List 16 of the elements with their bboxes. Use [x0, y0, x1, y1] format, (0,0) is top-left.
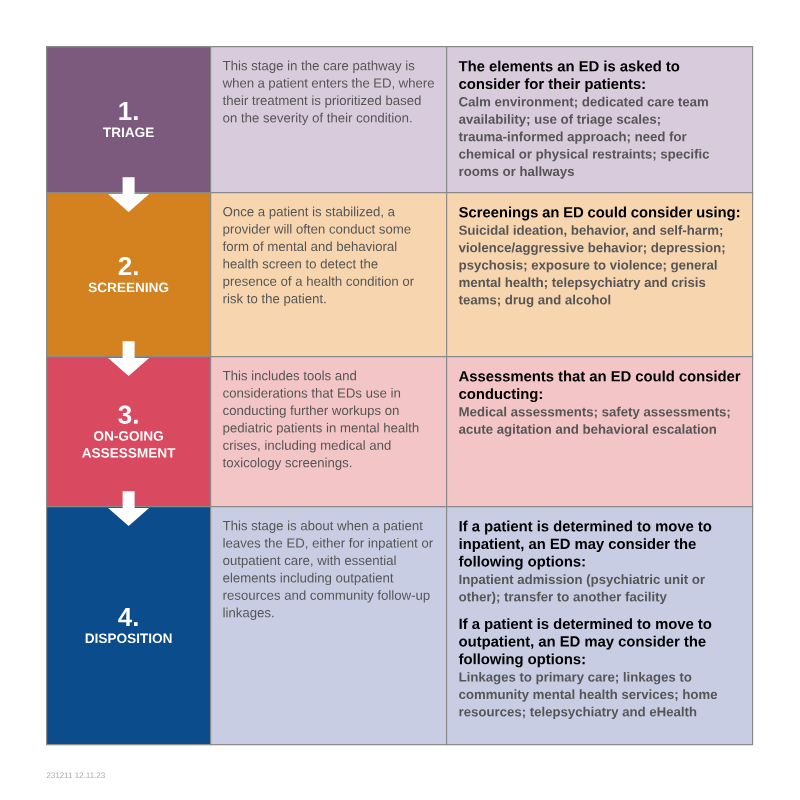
step-number: 1.: [119, 102, 138, 120]
detail-cell: [446, 46, 754, 194]
detail-cell: [446, 506, 754, 746]
stage-cell: [46, 192, 212, 358]
stage-cell: [46, 356, 212, 508]
stage-cell: [46, 506, 212, 746]
step-number: 2.: [118, 256, 138, 276]
description-cell: [210, 356, 448, 508]
detail-cell: [446, 192, 754, 358]
description-cell: [210, 46, 448, 194]
detail-cell: [446, 356, 754, 508]
stage-cell: [46, 46, 212, 194]
description-cell: [210, 192, 448, 358]
description-cell: [210, 506, 448, 746]
step-number: 4.: [118, 608, 138, 626]
step-number: 3.: [118, 405, 138, 424]
